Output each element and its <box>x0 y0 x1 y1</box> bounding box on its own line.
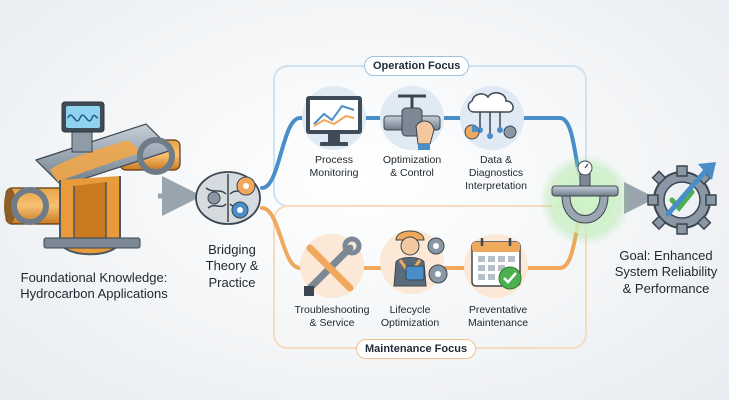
maintenance-focus-title: Maintenance Focus <box>356 339 477 359</box>
brain-gears-icon <box>195 171 261 225</box>
coriolis-meter-illustration <box>4 101 181 256</box>
goal-label: Goal: Enhanced System Reliability & Perf… <box>614 248 718 296</box>
foundation-label: Foundational Knowledge: Hydrocarbon Appl… <box>20 270 168 302</box>
operation-step-label: Optimization & Control <box>382 154 442 180</box>
operation-step-label: Process Monitoring <box>309 154 359 180</box>
bridge-label: Bridging Theory & Practice <box>205 242 259 290</box>
process-monitoring-icon <box>302 86 366 150</box>
flow-meter-hub-icon <box>539 154 631 246</box>
operation-step-label: Data & Diagnostics Interpretation <box>465 154 527 193</box>
data-diagnostics-icon <box>460 86 524 150</box>
operation-focus-title: Operation Focus <box>364 56 470 76</box>
troubleshooting-service-icon <box>300 234 364 298</box>
preventative-maintenance-icon <box>464 234 528 298</box>
lifecycle-optimization-icon <box>380 230 448 294</box>
maintenance-step-label: Troubleshooting & Service <box>294 304 370 330</box>
optimization-control-icon <box>380 86 444 150</box>
maintenance-step-label: Preventative Maintenance <box>467 304 529 330</box>
maintenance-step-label: Lifecycle Optimization <box>380 304 440 330</box>
goal-gear-check-icon <box>647 162 717 235</box>
